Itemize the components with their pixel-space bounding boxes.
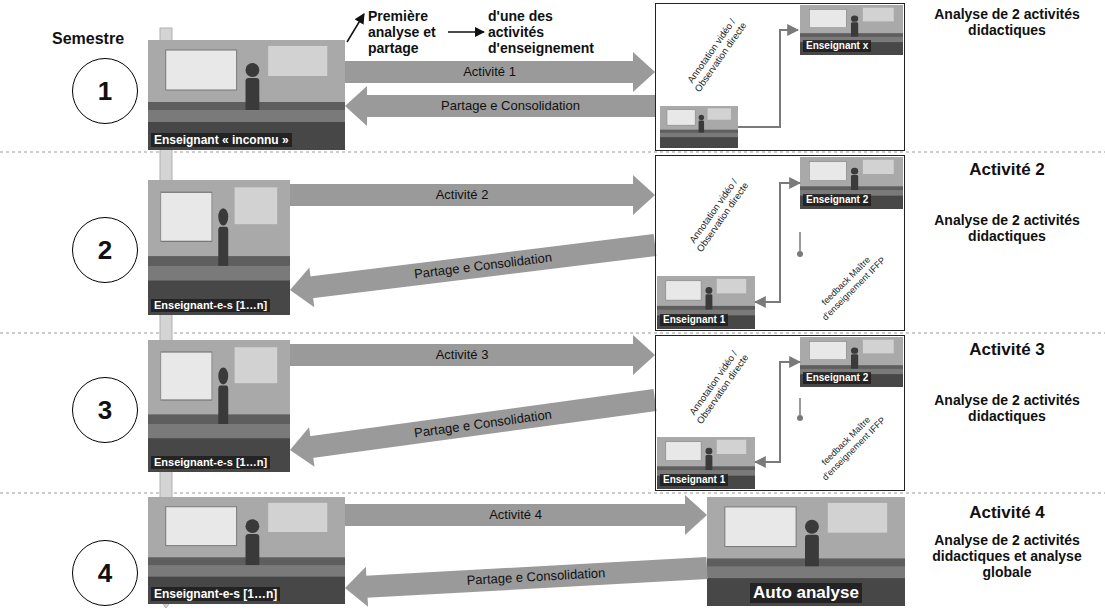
side-label: Analyse de 2 activités didactiques [912, 212, 1102, 244]
feedback-pin [799, 232, 801, 251]
side-label: Activité 4 [912, 503, 1102, 523]
activity-arrow [290, 400, 655, 467]
photo-frame: Enseignant 1 [657, 437, 755, 489]
classroom-photo [657, 276, 755, 329]
arrow-head [633, 335, 655, 375]
activity-arrow [345, 86, 655, 126]
semester-circle: 2 [72, 217, 138, 283]
panel-note: Annotation vidéo / Observation directe [679, 337, 757, 435]
side-label: Analyse de 2 activités didactiques [912, 6, 1102, 38]
classroom-photo [800, 337, 903, 387]
photo-caption: Enseignant-e-s [1…n] [151, 299, 270, 312]
semester-circle: 3 [72, 377, 138, 443]
semester-circle: 4 [72, 540, 138, 606]
arrow-label: Activité 4 [486, 507, 545, 523]
classroom-photo [148, 497, 345, 604]
arrow-shaft [366, 95, 655, 117]
side-label: d'une des activités d'enseignement [488, 8, 603, 56]
axis-label: Semestre [52, 30, 152, 48]
observation-panel: Annotation vidéo / Observation directe En… [655, 3, 905, 151]
photo-caption: Enseignant 2 [803, 194, 871, 206]
panel-note: Annotation vidéo / Observation directe [677, 5, 755, 103]
semester-number: 4 [98, 560, 112, 586]
classroom-photo [707, 497, 905, 606]
semester-circle: 1 [72, 58, 138, 124]
side-label: Activité 2 [912, 160, 1102, 180]
photo-caption: Enseignant-e-s [1…n] [151, 456, 270, 469]
panel-note: feedback Maître d'enseignement IFFP [808, 243, 891, 326]
photo-frame: Enseignant 1 [657, 276, 755, 329]
feedback-pin-dot [797, 251, 803, 257]
photo-caption: Enseignant 2 [803, 372, 871, 384]
feedback-pin-dot [797, 415, 803, 421]
activity-arrow [290, 335, 655, 375]
classroom-photo [657, 437, 755, 489]
classroom-photo [148, 340, 290, 472]
panel-note: Annotation vidéo / Observation directe [679, 165, 757, 263]
photo-caption: Enseignant 1 [660, 314, 728, 326]
arrow-head [633, 52, 655, 92]
arrow-shaft [311, 400, 655, 447]
observation-panel: Annotation vidéo / Observation directe fe… [655, 155, 905, 331]
photo-caption: Enseignant 1 [660, 474, 728, 486]
photo-frame: Enseignant « inconnu » [148, 40, 345, 150]
connector-line [755, 362, 800, 462]
arrow-label: Activité 2 [433, 187, 492, 203]
semester-number: 3 [98, 397, 112, 423]
activity-arrow [290, 175, 655, 215]
side-label: Analyse de 2 activités didactiques et an… [912, 532, 1102, 580]
arrow-head [290, 267, 314, 307]
arrow-head [345, 86, 367, 126]
arrow-label: Activité 1 [460, 64, 519, 80]
panel-note: feedback Maître d'enseignement IFFP [808, 403, 891, 486]
arrow-shaft [290, 184, 634, 206]
arrow-head [290, 427, 315, 467]
arrow-shaft [345, 61, 634, 83]
feedback-pin [799, 398, 801, 415]
leader-arrow [448, 31, 484, 33]
photo-caption: Auto analyse [750, 583, 862, 603]
exchange-arrow [755, 362, 800, 462]
photo-caption: Enseignant-e-s [1…n] [151, 587, 280, 601]
side-label: Analyse de 2 activités didactiques [912, 392, 1102, 424]
classroom-photo [660, 106, 738, 148]
side-label: Première analyse et partage [368, 8, 446, 56]
photo-frame: Enseignant-e-s [1…n] [148, 497, 345, 604]
arrow-label: Partage e Consolidation [410, 406, 556, 441]
arrow-shaft [311, 245, 655, 287]
photo-caption: Enseignant x [803, 40, 871, 52]
arrow-head [633, 175, 655, 215]
classroom-photo [800, 5, 903, 55]
observation-arrow [738, 30, 798, 127]
activity-arrow [345, 495, 707, 535]
exchange-arrow [755, 183, 800, 302]
semester-number: 2 [98, 237, 112, 263]
arrow-head [685, 495, 707, 535]
classroom-photo [800, 157, 903, 209]
photo-frame: Enseignant 2 [800, 337, 903, 387]
arrow-shaft [290, 344, 634, 366]
activity-arrow [290, 245, 655, 307]
arrow-label: Partage e Consolidation [410, 249, 556, 283]
photo-frame: Enseignant-e-s [1…n] [148, 180, 290, 315]
photo-caption: Enseignant « inconnu » [151, 133, 292, 147]
arrow-label: Activité 3 [433, 347, 492, 363]
arrow-shaft [345, 504, 686, 526]
activity-arrow [345, 52, 655, 92]
connector-line [755, 183, 800, 302]
side-label: Activité 3 [912, 340, 1102, 360]
classroom-photo [148, 180, 290, 315]
photo-frame: Enseignant 2 [800, 157, 903, 209]
arrow-head [345, 567, 368, 607]
arrow-label: Partage e Consolidation [438, 98, 583, 114]
leader-arrow [347, 14, 364, 42]
semester-number: 1 [98, 78, 112, 104]
photo-frame: Enseignant-e-s [1…n] [148, 340, 290, 472]
photo-frame: Auto analyse [707, 497, 905, 606]
observation-panel: Annotation vidéo / Observation directe fe… [655, 335, 905, 491]
classroom-photo [148, 40, 345, 150]
photo-frame: Enseignant x [800, 5, 903, 55]
